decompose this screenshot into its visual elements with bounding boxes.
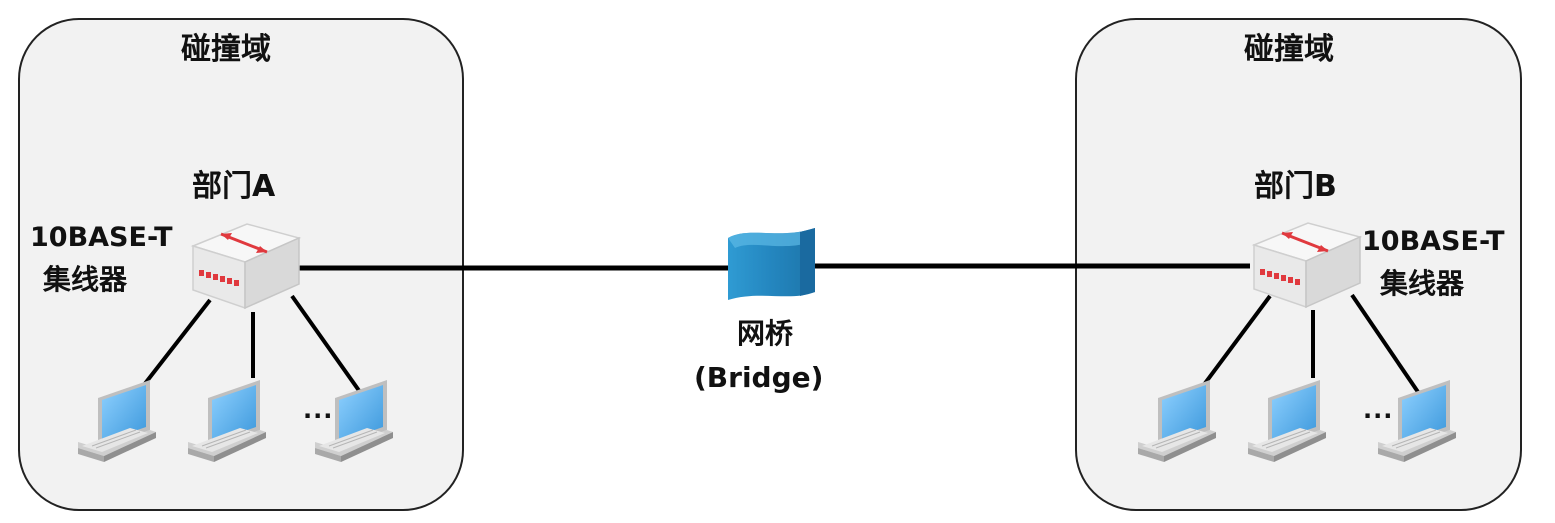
hub-a-name-label: 集线器 — [43, 263, 128, 296]
links-right-laptops — [1198, 293, 1420, 394]
dept-b-label: 部门B — [1254, 169, 1337, 204]
more-laptops-left: ... — [303, 396, 334, 424]
bridge-sublabel: (Bridge) — [694, 361, 824, 394]
dept-a-label: 部门A — [192, 169, 276, 204]
bridge-label: 网桥 — [737, 317, 794, 350]
bridge-icon — [728, 228, 815, 300]
hub-a-type-label: 10BASE-T — [30, 222, 173, 253]
collision-domain-left-title: 碰撞域 — [181, 32, 271, 67]
more-laptops-right: ... — [1363, 396, 1394, 424]
hub-b-name-label: 集线器 — [1380, 267, 1465, 300]
hub-b-type-label: 10BASE-T — [1362, 226, 1505, 257]
links-left-laptops — [138, 294, 362, 394]
collision-domain-right-title: 碰撞域 — [1244, 32, 1334, 67]
